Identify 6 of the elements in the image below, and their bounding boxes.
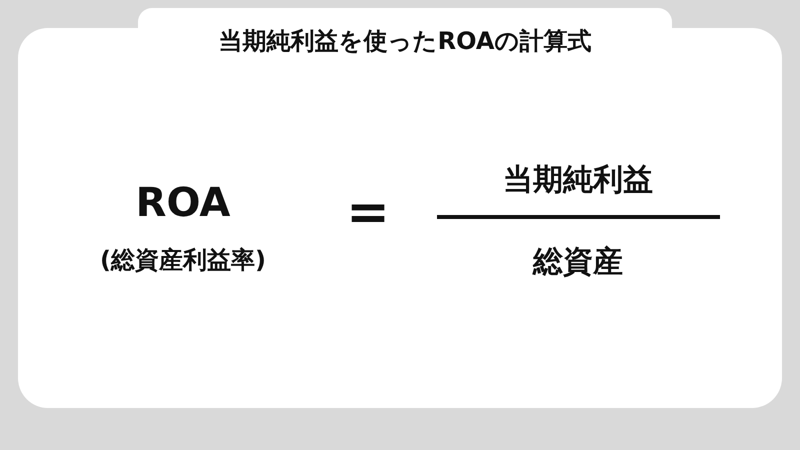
denominator-text: 総資産: [533, 246, 623, 278]
numerator-text: 当期純利益: [503, 164, 653, 196]
title: 当期純利益を使ったROAの計算式: [218, 28, 592, 54]
acronym-text: ROA: [136, 181, 230, 225]
term-text: (総資産利益率): [100, 246, 266, 274]
equals-sign: =: [346, 184, 390, 242]
